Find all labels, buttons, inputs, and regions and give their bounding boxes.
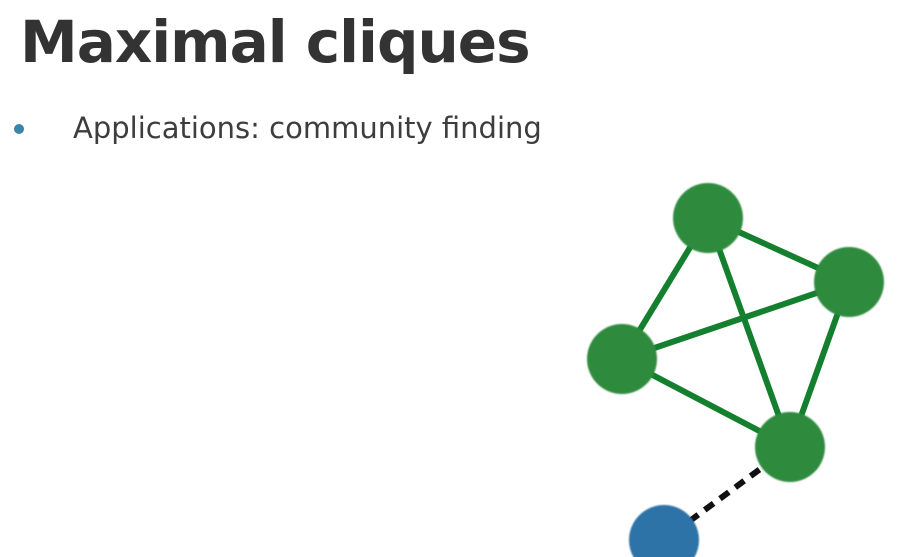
bullet-dot-icon [14, 124, 24, 134]
graph-node-n5 [629, 505, 699, 557]
graph-edge-n2-n3 [621, 279, 850, 362]
bullet-text: Applications: community finding [73, 111, 542, 145]
bullet-item: Applications: community finding [0, 104, 700, 152]
graph-node-n3 [587, 324, 657, 394]
slide-title: Maximal cliques [20, 8, 531, 76]
graph-node-n1 [673, 183, 743, 253]
graph-edges [619, 215, 852, 543]
graph-edge-n1-n4 [705, 216, 793, 449]
graph-node-n2 [814, 247, 884, 317]
graph-node-n4 [755, 412, 825, 482]
graph-nodes [587, 183, 884, 557]
